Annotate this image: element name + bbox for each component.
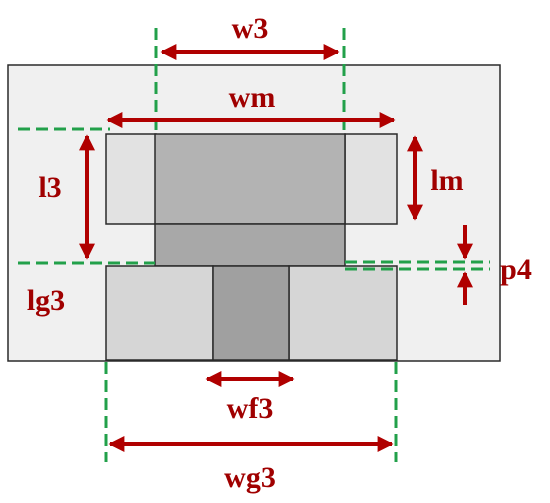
label-l3: l3: [38, 171, 61, 204]
label-wm: wm: [229, 81, 276, 114]
ground-plane-right: [288, 265, 398, 361]
label-wf3: wf3: [227, 392, 274, 425]
label-w3: w3: [232, 12, 269, 45]
dimension-arrows: [79, 44, 473, 452]
label-p4: p4: [500, 253, 532, 286]
feed-line: [212, 265, 290, 361]
label-lm: lm: [430, 164, 463, 197]
ground-plane-left: [105, 265, 214, 361]
patch-center-block: [154, 133, 346, 225]
label-lg3: lg3: [27, 284, 65, 317]
patch-left-wing: [105, 133, 157, 225]
patch-neck: [154, 223, 346, 267]
patch-right-wing: [344, 133, 398, 225]
label-wg3: wg3: [224, 461, 276, 494]
guide-lines: [18, 28, 490, 462]
